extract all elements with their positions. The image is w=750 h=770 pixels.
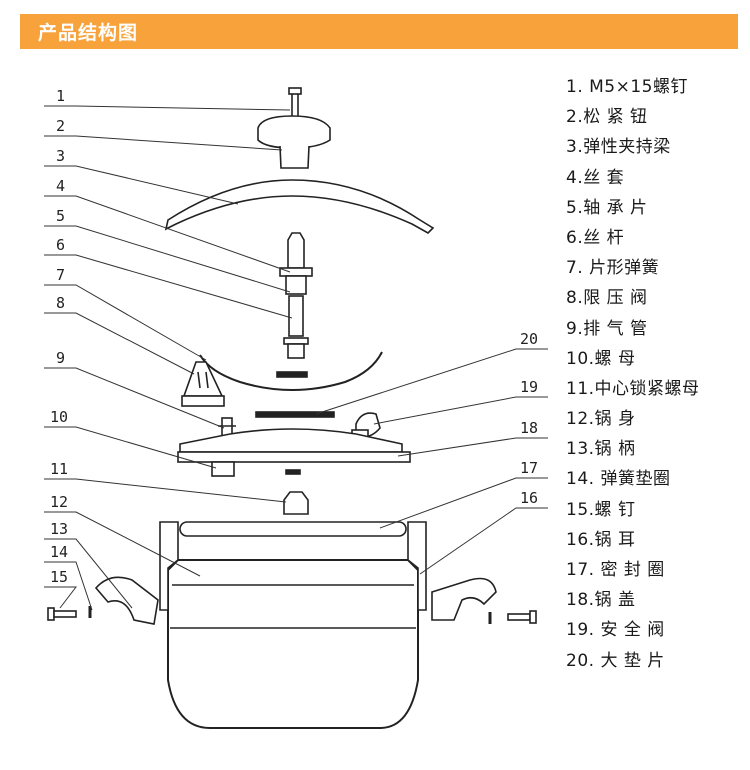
part-number-label: 11 — [50, 460, 68, 478]
part-nut — [211, 461, 235, 477]
part-screw-right — [507, 610, 537, 624]
legend-item: 15.螺 钉 — [566, 499, 636, 520]
part-pot-body — [167, 559, 419, 729]
part-number-label: 17 — [520, 459, 538, 477]
part-number-label: 10 — [50, 408, 68, 426]
leader-lines — [44, 105, 548, 611]
part-number-label: 4 — [56, 177, 65, 195]
part-number-label: 15 — [50, 568, 68, 586]
legend-item: 10.螺 母 — [566, 348, 636, 369]
header-bar: 产品结构图 — [20, 14, 738, 49]
part-number-label: 3 — [56, 147, 65, 165]
part-number-label: 1 — [56, 87, 65, 105]
legend-item: 17. 密 封 圈 — [566, 560, 665, 580]
part-number-label: 6 — [56, 236, 65, 254]
part-seal-ring — [179, 521, 407, 537]
legend-item: 9.排 气 管 — [566, 318, 648, 339]
part-center-lock-nut — [283, 491, 309, 515]
legend-item: 4.丝 套 — [566, 167, 625, 188]
legend-item: 18.锅 盖 — [566, 590, 636, 611]
legend-item: 2.松 紧 钮 — [566, 107, 648, 128]
part-pot-ear-right — [407, 521, 427, 611]
part-large-gasket — [255, 411, 335, 418]
part-knob — [257, 115, 331, 169]
part-number-labels: 1 2 3 4 5 6 7 8 9 10 11 12 13 14 15 16 1… — [50, 87, 538, 586]
legend-item: 6.丝 杆 — [566, 227, 625, 248]
header-title: 产品结构图 — [38, 22, 139, 44]
part-handle-right — [431, 577, 497, 621]
part-number-label: 9 — [56, 349, 65, 367]
legend-item: 7. 片形弹簧 — [566, 258, 660, 279]
part-number-label: 18 — [520, 419, 538, 437]
part-number-label: 12 — [50, 493, 68, 511]
part-number-label: 13 — [50, 520, 68, 538]
exploded-diagram: 1 2 3 4 5 6 7 8 9 10 11 12 13 14 15 16 1… — [44, 87, 548, 729]
part-handle-left — [94, 576, 159, 625]
part-leaf-spring — [199, 351, 383, 391]
part-pot-ear-left — [159, 521, 179, 611]
legend-item: 19. 安 全 阀 — [566, 620, 665, 641]
part-clamp-beam — [164, 179, 435, 234]
part-screw-assembly — [276, 232, 313, 378]
part-screw-m5 — [288, 87, 302, 117]
legend-item: 1. M5×15螺钉 — [566, 77, 688, 97]
part-screw-left — [47, 607, 77, 621]
part-number-label: 7 — [56, 266, 65, 284]
parts-legend: 1. M5×15螺钉 2.松 紧 钮 3.弹性夹持梁 4.丝 套 5.轴 承 片… — [566, 72, 746, 676]
legend-item: 12.锅 身 — [566, 409, 636, 430]
legend-item: 11.中心锁紧螺母 — [566, 378, 700, 399]
legend-item: 20. 大 垫 片 — [566, 650, 665, 671]
part-lid — [177, 428, 411, 463]
legend-item: 3.弹性夹持梁 — [566, 137, 671, 158]
legend-item: 8.限 压 阀 — [566, 288, 648, 309]
legend-item: 13.锅 柄 — [566, 439, 636, 460]
part-number-label: 8 — [56, 294, 65, 312]
part-number-label: 20 — [520, 330, 538, 348]
part-number-label: 19 — [520, 378, 538, 396]
part-number-label: 16 — [520, 489, 538, 507]
part-pressure-valve — [181, 361, 225, 407]
legend-item: 14. 弹簧垫圈 — [566, 469, 671, 490]
legend-item: 16.锅 耳 — [566, 529, 636, 550]
legend-item: 5.轴 承 片 — [566, 197, 648, 218]
part-number-label: 5 — [56, 207, 65, 225]
part-number-label: 14 — [50, 543, 68, 561]
part-number-label: 2 — [56, 117, 65, 135]
